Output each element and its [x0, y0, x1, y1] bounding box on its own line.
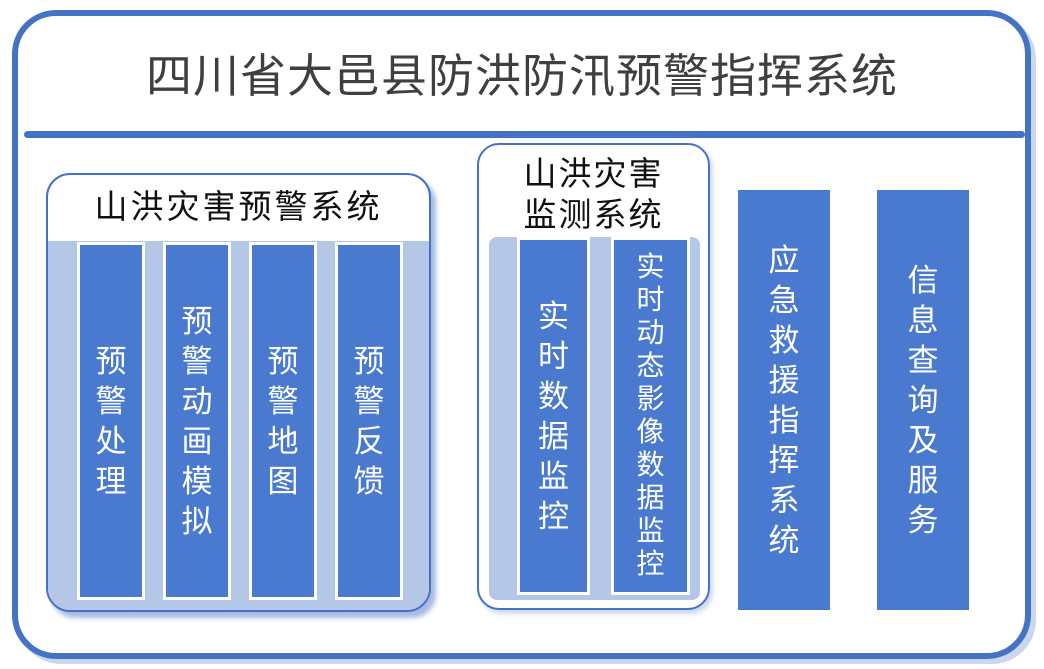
group-flood-monitoring-system: 山洪灾害 监测系统 实时数据监控 实时动态影像数据监控 [477, 143, 710, 610]
bar-char: 服 [907, 462, 939, 498]
bar-char: 警 [181, 343, 213, 379]
bar-char: 息 [907, 302, 939, 338]
bar-char: 预 [353, 343, 385, 379]
bar-char: 理 [95, 463, 127, 499]
bar-warning-feedback: 预警反馈 [335, 242, 403, 600]
flood-monitoring-title-line-2: 监测系统 [523, 198, 664, 234]
bar-char: 急 [768, 282, 800, 318]
bar-char: 查 [907, 342, 939, 378]
bar-char: 时 [636, 284, 665, 316]
bar-realtime-data-monitoring: 实时数据监控 [517, 237, 590, 595]
bar-char: 地 [267, 423, 299, 459]
bar-char: 援 [768, 362, 800, 398]
bar-char: 警 [95, 383, 127, 419]
bar-information-query-and-service: 信息查询及服务 [877, 190, 969, 610]
bar-char: 实 [636, 251, 665, 283]
bar-char: 询 [907, 382, 939, 418]
bar-char: 影 [636, 383, 665, 415]
bar-char: 时 [538, 338, 569, 374]
bar-emergency-rescue-command-system: 应急救援指挥系统 [738, 190, 830, 610]
bar-char: 数 [538, 378, 569, 414]
bar-char: 应 [768, 242, 800, 278]
bar-char: 像 [636, 416, 665, 448]
bar-char: 监 [636, 515, 665, 547]
bar-char: 信 [907, 262, 939, 298]
bar-char: 警 [353, 383, 385, 419]
bar-char: 控 [538, 498, 569, 534]
bar-char: 系 [768, 482, 800, 518]
bar-char: 态 [636, 350, 665, 382]
outer-frame-border [12, 10, 1031, 659]
bar-char: 预 [267, 343, 299, 379]
bar-char: 数 [636, 449, 665, 481]
bar-char: 监 [538, 458, 569, 494]
bar-realtime-dynamic-video-data-monitoring: 实时动态影像数据监控 [611, 237, 690, 595]
bar-warning-animation-simulation: 预警动画模拟 [163, 242, 231, 600]
bar-char: 据 [636, 482, 665, 514]
bar-char: 预 [181, 303, 213, 339]
bar-warning-processing: 预警处理 [77, 242, 145, 600]
bar-char: 模 [181, 463, 213, 499]
group-flood-warning-system: 山洪灾害预警系统 预警处理 预警动画模拟 预警地图 预警反馈 [46, 173, 431, 612]
bar-char: 控 [636, 548, 665, 580]
bar-char: 挥 [768, 442, 800, 478]
bar-char: 务 [907, 502, 939, 538]
bar-char: 及 [907, 422, 939, 458]
page-title: 四川省大邑县防洪防汛预警指挥系统 [146, 50, 898, 102]
bar-char: 动 [181, 383, 213, 419]
bar-char: 画 [181, 423, 213, 459]
bar-char: 处 [95, 423, 127, 459]
flood-monitoring-title-line-1: 山洪灾害 [523, 157, 664, 193]
bar-char: 救 [768, 322, 800, 358]
bar-char: 反 [353, 423, 385, 459]
bar-char: 预 [95, 343, 127, 379]
bar-char: 统 [768, 522, 800, 558]
flood-monitoring-system-title: 山洪灾害 监测系统 [479, 155, 708, 237]
bar-char: 馈 [353, 463, 385, 499]
bar-char: 警 [267, 383, 299, 419]
flood-warning-bars-row: 预警处理 预警动画模拟 预警地图 预警反馈 [77, 242, 403, 600]
bar-char: 拟 [181, 503, 213, 539]
bar-char: 指 [768, 402, 800, 438]
flood-warning-system-title: 山洪灾害预警系统 [94, 190, 383, 226]
bar-char: 实 [538, 298, 569, 334]
bar-char: 据 [538, 418, 569, 454]
bar-warning-map: 预警地图 [249, 242, 317, 600]
bar-char: 图 [267, 463, 299, 499]
bar-char: 动 [636, 317, 665, 349]
title-divider-line [24, 131, 1025, 138]
